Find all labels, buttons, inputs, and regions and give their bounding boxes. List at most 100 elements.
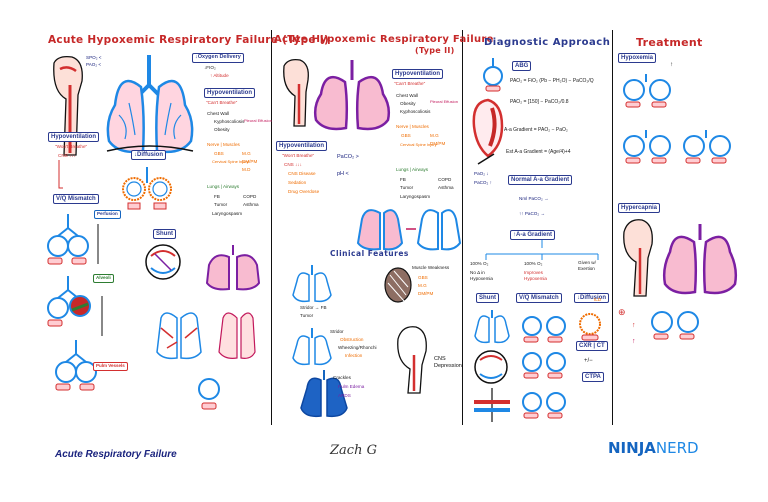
fb-p1: FB (214, 195, 220, 200)
panel2-type: (Type II) (415, 47, 455, 55)
dmpm-p1: DM/PM (242, 160, 257, 165)
ninja-nerd-logo: NINJANERD (608, 441, 699, 456)
obesity-p1: Obesity (214, 128, 230, 133)
vessels-p3 (472, 388, 512, 424)
cant-breathe-p1: "Can't Breathe" (206, 101, 237, 106)
laryngospasm-p2: Laryngospasm (400, 195, 430, 200)
asthma-p2: Asthma (438, 186, 454, 191)
diffusion-box-p3: ↓Diffusion (574, 293, 609, 303)
up-paco2: ↑↑ PaCO₂ → (519, 212, 545, 217)
kypho-p2: Kyphoscoliosis (400, 110, 430, 115)
alveoli-tx-4 (648, 306, 702, 346)
muscle-weakness-label: Muscle Weakness (412, 266, 449, 271)
diffusion-box-p1: ↓Diffusion (131, 150, 166, 160)
plus-circle-icon: ⊕ (618, 308, 626, 317)
est-aa-gradient: Est A-a Gradient = (Age/4)+4 (506, 150, 570, 155)
alveoli-vq-p3-c (520, 388, 570, 422)
shunt-heart-icon (143, 242, 183, 282)
obstruction-label: Obstruction (340, 338, 364, 343)
alveoli-tx-2 (620, 130, 674, 166)
plus-minus: +/− (584, 358, 593, 364)
o2-exertion-text: Given w/ Exertion (578, 260, 608, 273)
copd-p1: COPD (243, 195, 256, 200)
alveoli-diffusion-p3 (570, 310, 610, 344)
shunt-box-p1: Shunt (153, 229, 176, 239)
divider-1 (271, 30, 272, 425)
vq-mismatch-box-p1: V/Q Mismatch (53, 194, 99, 204)
wont-breathe-p2: "Won't Breathe" (282, 154, 314, 159)
panel3-title: Diagnostic Approach (484, 38, 610, 48)
drug-overdose-p2: Drug Overdose (288, 190, 319, 195)
cxr-ct-box: CXR | CT (576, 341, 608, 351)
nerve-muscles-p2: Nerve | Muscles (396, 125, 429, 130)
obesity-p2: Obesity (400, 102, 416, 107)
tumor-p2: Tumor (400, 186, 413, 191)
laryngospasm-p1: Laryngospasm (212, 212, 242, 217)
spo2-label: SPO₂ < (86, 56, 101, 61)
mw-gbs: GBS (418, 276, 428, 281)
nml-paco2: Nml PaCO₂ → (519, 197, 549, 202)
lungs-airways-p1: Lungs | Airways (207, 185, 239, 190)
up-arrow-2: ↑ (632, 322, 636, 329)
head-cns-icon (392, 325, 432, 395)
head-airway-illustration-p2 (280, 58, 314, 128)
mg-p1: M.G (242, 152, 251, 157)
fb-p2: FB (400, 178, 406, 183)
normal-aa-gradient-box: Normal A-a Gradient (508, 175, 572, 185)
diffusion-alveoli-icon (120, 163, 176, 213)
up-aa-gradient-box: ↑A-a Gradient (510, 230, 555, 240)
ctpa-box: CTPA (582, 372, 604, 382)
pao2-equation: PAO₂ = FiO₂ (Pb − PH₂O) − PaCO₂/Q (510, 79, 594, 84)
o2-100-b: 100% O₂ (524, 262, 542, 267)
logo-nerd: NERD (656, 439, 699, 457)
clinical-features-title: Clinical Features (330, 250, 409, 258)
chest-wall-p2: Chest Wall (396, 94, 418, 99)
pulm-edema-label: Pulm Edema (338, 385, 364, 390)
no-improvement: No Δ in Hypoxemia (470, 270, 498, 283)
alveoli-diag-top (478, 58, 508, 94)
lungs-pair-p2 (352, 205, 462, 255)
panel2-title: Acute Hypoxemic Respiratory Failure (274, 35, 494, 45)
hypercapnia-box: Hypercapnia (618, 203, 660, 213)
lung-bell-icon (203, 245, 263, 295)
alveoli-tx-1 (620, 74, 674, 110)
logo-ninja: NINJA (608, 439, 656, 457)
lungs-outline-stridor (289, 265, 335, 305)
wont-breathe-p1: "Won't Breathe" (55, 145, 87, 150)
pleural-p2: Pleural Effusion (430, 100, 458, 104)
cns-bracket (58, 160, 64, 190)
alveoli-vq-p3 (520, 312, 570, 346)
mg-p2: M.G (430, 134, 439, 139)
heart-catheter-icon (468, 96, 508, 176)
pulm-vessels-box: Pulm Vessels (93, 362, 128, 371)
hypoxemia-box: Hypoxemia (618, 53, 656, 63)
aa-gradient-eq: A-a Gradient = PAO₂ − PaO₂ (504, 128, 568, 133)
kypho-p1: Kyphoscoliosis (214, 120, 244, 125)
lungs-shunt-p3 (472, 310, 512, 346)
mw-dmpm: DM/PM (418, 292, 433, 297)
head-lungs-tx (618, 218, 738, 298)
lung-network-icon (147, 308, 257, 368)
vq-mismatch-box-p3: V/Q Mismatch (516, 293, 562, 303)
gbs-p1: GBS (214, 152, 224, 157)
altitude-label: ↑ Altitude (210, 74, 229, 79)
no-improvement-text: No Δ in Hypoxemia (470, 270, 498, 283)
connector-lines-aa (480, 220, 600, 260)
lungs-illustration-p2 (313, 60, 391, 132)
ards-label: ARDS (338, 394, 351, 399)
lungs-airways-p2: Lungs | Airways (396, 168, 428, 173)
heart-shunt-p3 (472, 348, 510, 386)
cns-depression-text: CNS Depression (434, 356, 462, 370)
muscle-icon (380, 265, 416, 305)
divider-3 (612, 30, 613, 425)
up-arrow-3: ↑ (632, 338, 636, 345)
alveoli-single-icon (196, 375, 222, 415)
up-arrow-1: ↑ (670, 62, 673, 68)
shunt-box-p3: Shunt (476, 293, 499, 303)
ph-p2: pH < (337, 172, 349, 178)
oxygen-delivery-box: ↓Oxygen Delivery (192, 53, 244, 63)
nerve-muscles-p1: Nerve | Muscles (207, 143, 240, 148)
sedation-p2: Sedation (288, 181, 306, 186)
stridor-tumor: Tumor (300, 314, 313, 319)
pao2-label: PAO₂ < (86, 63, 101, 68)
